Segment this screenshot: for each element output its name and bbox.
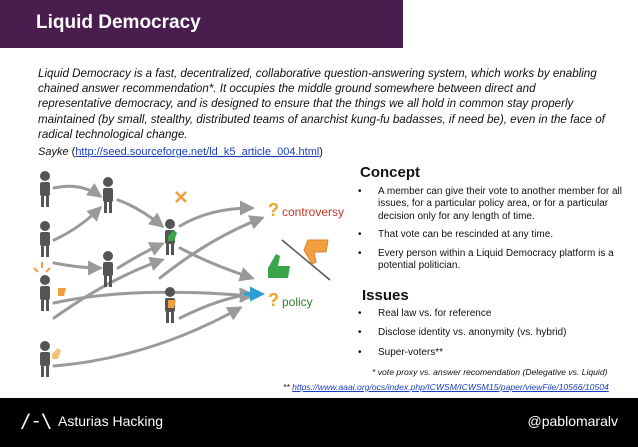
thumbs-down-icon	[168, 300, 176, 308]
issues-item-text: Disclose identity vs. anonymity (vs. hyb…	[378, 327, 567, 339]
delegation-arrow	[52, 260, 103, 276]
concept-heading: Concept	[360, 164, 420, 181]
person-icon	[103, 251, 113, 287]
bullet-dot: •	[358, 346, 362, 358]
thumbs-down-icon	[58, 288, 66, 296]
delegation-arrow	[52, 287, 255, 305]
delegation-arrow	[158, 215, 265, 280]
delegation-arrow	[178, 288, 255, 320]
person-icon	[40, 275, 50, 311]
thumbs-up-icon	[168, 230, 177, 241]
person-icon	[40, 171, 50, 207]
thumbs-up-icon	[52, 348, 61, 359]
list-item: • Real law vs. for reference	[358, 308, 630, 320]
asturias-hacking-logo: /-\	[20, 410, 52, 432]
question-mark-icon: ?	[268, 290, 279, 310]
bullet-dot: •	[358, 247, 362, 259]
concept-item-text: A member can give their vote to another …	[378, 186, 623, 222]
concept-item-text: That vote can be rescinded at any time.	[378, 229, 554, 241]
controversy-label: controversy	[282, 205, 344, 219]
concept-list: • A member can give their vote to another…	[358, 186, 630, 278]
vote-marks	[33, 191, 187, 359]
issues-list: • Real law vs. for reference • Disclose id…	[358, 308, 630, 365]
delegation-arrow	[116, 198, 165, 228]
delegation-arrows	[52, 182, 265, 368]
policy-label: policy	[282, 295, 313, 309]
bullet-dot: •	[358, 186, 362, 197]
thumbs-down-icon	[303, 239, 329, 265]
footnote-reference-prefix: **	[283, 382, 293, 392]
footer-bar: /-\ Asturias Hacking @pablomaralv	[0, 398, 638, 447]
attribution-author: Sayke	[38, 146, 69, 158]
list-item: • Super-voters**	[358, 347, 630, 359]
list-item: • Disclose identity vs. anonymity (vs. hy…	[358, 327, 630, 339]
sparkle-icon	[33, 262, 51, 273]
person-icon	[40, 221, 50, 257]
delegation-arrow	[52, 182, 103, 198]
title-bar: Liquid Democracy	[0, 0, 403, 48]
cross-mark-icon	[175, 191, 187, 203]
delegation-arrow	[116, 242, 165, 270]
liquid-democracy-diagram: ? controversy ? policy	[33, 171, 344, 377]
footnote-vote-proxy: * vote proxy vs. answer recomendation (D…	[372, 367, 608, 377]
bullet-dot: •	[358, 327, 362, 339]
attribution-link[interactable]: http://seed.sourceforge.net/ld_k5_articl…	[75, 146, 320, 158]
bullet-dot: •	[358, 229, 362, 241]
list-item: • A member can give their vote to another…	[358, 186, 630, 223]
attribution-open-paren: (	[71, 146, 76, 158]
issues-item-text: Real law vs. for reference	[378, 308, 492, 319]
delegation-arrow	[52, 306, 243, 368]
thumbs-up-icon	[268, 254, 290, 278]
footer-author-handle: @pablomaralv	[527, 413, 618, 429]
list-item: • That vote can be rescinded at any time.	[358, 229, 630, 241]
person-icon	[103, 177, 113, 213]
footer-organization: Asturias Hacking	[58, 413, 164, 429]
issues-item-text: Super-voters**	[378, 346, 444, 358]
person-icon	[40, 341, 50, 377]
quote-text: Liquid Democracy is a fast, decentralize…	[38, 67, 605, 141]
bullet-dot: •	[358, 308, 362, 319]
attribution-close-paren: )	[319, 146, 323, 158]
delegation-arrow	[178, 246, 255, 282]
divider-line	[281, 239, 331, 281]
footnote-reference: ** https://www.aaai.org/ocs/index.php/IC…	[283, 382, 609, 392]
delegation-arrow	[52, 205, 103, 242]
question-mark-icon: ?	[268, 200, 279, 220]
list-item: • Every person within a Liquid Democracy …	[358, 248, 630, 273]
page-title: Liquid Democracy	[36, 12, 201, 33]
attribution: Sayke (http://seed.sourceforge.net/ld_k5…	[38, 146, 323, 158]
big-thumbs	[244, 239, 331, 302]
footnote-reference-link[interactable]: https://www.aaai.org/ocs/index.php/ICWSM…	[292, 382, 609, 392]
concept-item-text: Every person within a Liquid Democracy p…	[378, 247, 614, 272]
issues-heading: Issues	[362, 287, 409, 304]
delegation-arrow	[178, 200, 255, 228]
